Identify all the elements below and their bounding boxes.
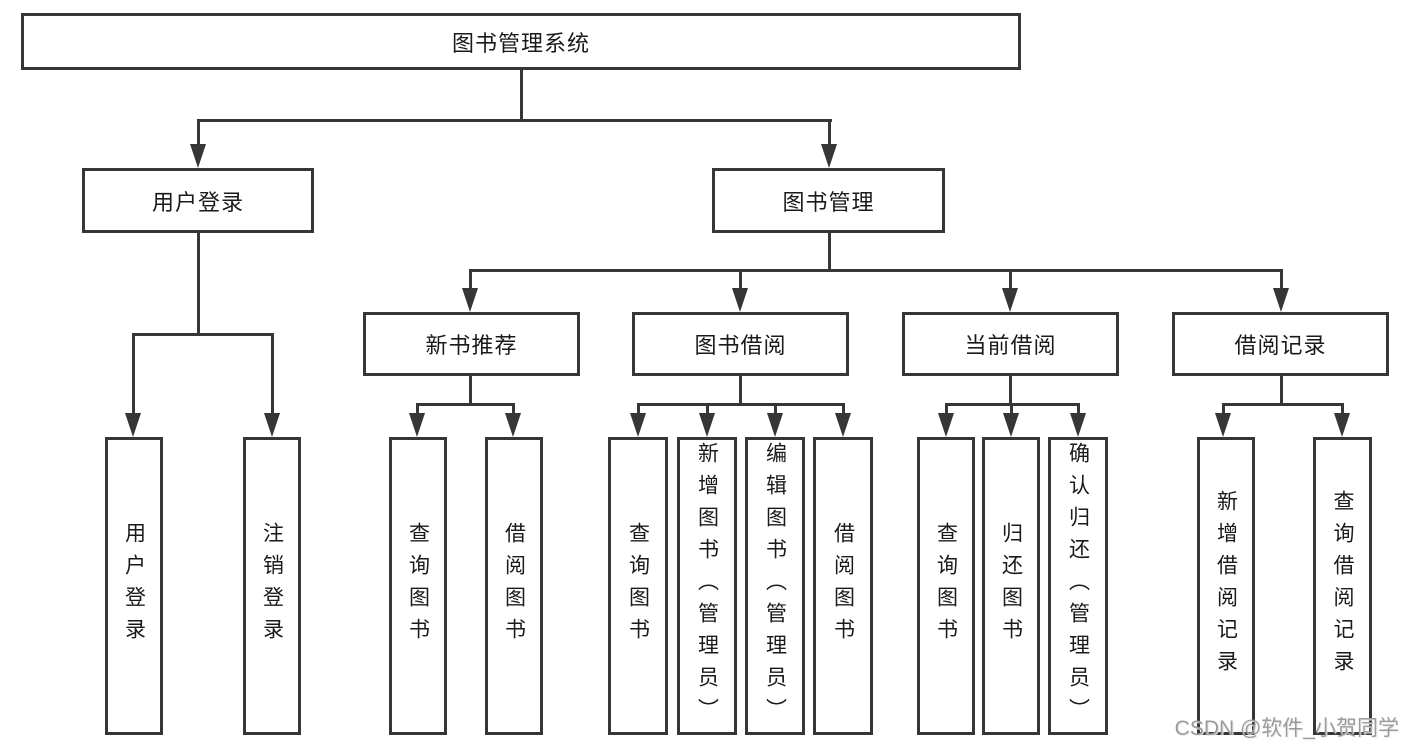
arrow-into-group3: [1002, 288, 1018, 312]
node-borrow-records: 借阅记录: [1172, 312, 1389, 376]
connector-g4-leaf1-drop: [1222, 403, 1225, 416]
node-book-mgmt: 图书管理: [712, 168, 945, 233]
arrow-into-group4: [1273, 288, 1289, 312]
connector-root-stem: [520, 70, 523, 120]
arrow-into-g3-leaf3: [1070, 413, 1086, 437]
arrow-into-g2-leaf2: [699, 413, 715, 437]
leaf-g1-borrow-books: 借阅图书: [485, 437, 543, 735]
leaf-g1-query-books-label: 查询图书: [406, 522, 430, 650]
arrow-into-g3-leaf1: [938, 413, 954, 437]
node-book-borrow-label: 图书借阅: [694, 333, 787, 358]
arrow-into-g2-leaf4: [835, 413, 851, 437]
arrow-into-group1: [462, 288, 478, 312]
node-book-mgmt-label: 图书管理: [782, 189, 875, 215]
arrow-into-user-leaf2: [264, 413, 280, 437]
connector-user-stem: [197, 233, 200, 336]
arrow-into-login: [190, 144, 206, 168]
leaf-g4-query-borrow-record: 查询借阅记录: [1313, 437, 1372, 735]
leaf-g4-query-borrow-record-label: 查询借阅记录: [1331, 490, 1354, 682]
connector-group2-drop: [739, 269, 742, 291]
node-current-borrow: 当前借阅: [902, 312, 1119, 376]
leaf-g2-query-books-label: 查询图书: [626, 522, 650, 650]
leaf-user-login-label: 用户登录: [122, 522, 146, 650]
leaf-g1-borrow-books-label: 借阅图书: [502, 522, 526, 650]
leaf-g1-query-books: 查询图书: [389, 437, 447, 735]
connector-level2-rail: [197, 119, 832, 122]
node-user-login: 用户登录: [82, 168, 314, 233]
node-current-borrow-label: 当前借阅: [964, 333, 1057, 358]
node-new-book-recommend-label: 新书推荐: [425, 333, 518, 358]
node-book-borrow: 图书借阅: [632, 312, 849, 376]
connector-g4-leaf2-drop: [1341, 403, 1344, 416]
arrow-into-user-leaf1: [125, 413, 141, 437]
leaf-logout: 注销登录: [243, 437, 301, 735]
leaf-g3-confirm-return-admin: 确认归还（管理员）: [1048, 437, 1108, 735]
connector-group4-drop: [1280, 269, 1283, 291]
leaf-g3-return-books-label: 归还图书: [999, 522, 1023, 650]
connector-group4-rail: [1222, 403, 1343, 406]
arrow-into-g4-leaf2: [1334, 413, 1350, 437]
leaf-g2-query-books: 查询图书: [608, 437, 668, 735]
leaf-g2-add-books-admin: 新增图书（管理员）: [677, 437, 737, 735]
arrow-into-mgmt: [821, 144, 837, 168]
connector-g3-leaf3-drop: [1077, 403, 1080, 416]
node-new-book-recommend: 新书推荐: [363, 312, 580, 376]
connector-group3-stem: [1009, 376, 1012, 406]
connector-user-leaf2-drop: [271, 333, 274, 415]
leaf-g4-add-borrow-record: 新增借阅记录: [1197, 437, 1255, 735]
connector-mgmt-drop: [828, 119, 831, 147]
node-root: 图书管理系统: [21, 13, 1021, 70]
connector-group3-drop: [1009, 269, 1012, 291]
connector-login-drop: [197, 119, 200, 147]
arrow-into-g3-leaf2: [1003, 413, 1019, 437]
arrow-into-g1-leaf1: [409, 413, 425, 437]
arrow-into-g2-leaf3: [767, 413, 783, 437]
connector-g3-leaf1-drop: [945, 403, 948, 416]
connector-group2-rail: [637, 403, 845, 406]
arrow-into-g4-leaf1: [1215, 413, 1231, 437]
connector-g1-leaf2-drop: [512, 403, 515, 416]
node-root-label: 图书管理系统: [451, 30, 590, 56]
connector-mgmt-stem: [828, 233, 831, 272]
leaf-g3-return-books: 归还图书: [982, 437, 1040, 735]
leaf-g2-edit-books-admin: 编辑图书（管理员）: [745, 437, 805, 735]
leaf-g2-borrow-books: 借阅图书: [813, 437, 873, 735]
connector-group1-stem: [469, 376, 472, 406]
connector-user-leaf1-drop: [132, 333, 135, 415]
leaf-g3-query-books: 查询图书: [917, 437, 975, 735]
node-borrow-records-label: 借阅记录: [1234, 333, 1327, 358]
leaf-g2-add-books-admin-label: 新增图书（管理员）: [695, 442, 719, 730]
connector-g1-leaf1-drop: [416, 403, 419, 416]
connector-level3-rail: [469, 269, 1282, 272]
leaf-g3-query-books-label: 查询图书: [934, 522, 958, 650]
connector-g2-leaf3-drop: [774, 403, 777, 416]
leaf-logout-label: 注销登录: [260, 522, 284, 650]
leaf-g2-edit-books-admin-label: 编辑图书（管理员）: [763, 442, 787, 730]
connector-group2-stem: [739, 376, 742, 406]
connector-group1-rail: [416, 403, 515, 406]
leaf-user-login: 用户登录: [105, 437, 163, 735]
connector-group4-stem: [1280, 376, 1283, 406]
connector-g2-leaf1-drop: [637, 403, 640, 416]
connector-g2-leaf4-drop: [842, 403, 845, 416]
connector-g2-leaf2-drop: [706, 403, 709, 416]
connector-g3-leaf2-drop: [1010, 403, 1013, 416]
csdn-watermark: CSDN @软件_小贺同学: [1174, 717, 1399, 740]
node-user-login-label: 用户登录: [151, 189, 244, 215]
connector-group1-drop: [469, 269, 472, 291]
arrow-into-g2-leaf1: [630, 413, 646, 437]
leaf-g2-borrow-books-label: 借阅图书: [831, 522, 855, 650]
leaf-g4-add-borrow-record-label: 新增借阅记录: [1214, 490, 1238, 682]
leaf-g3-confirm-return-admin-label: 确认归还（管理员）: [1066, 442, 1090, 730]
connector-user-rail: [132, 333, 274, 336]
arrow-into-g1-leaf2: [505, 413, 521, 437]
arrow-into-group2: [732, 288, 748, 312]
